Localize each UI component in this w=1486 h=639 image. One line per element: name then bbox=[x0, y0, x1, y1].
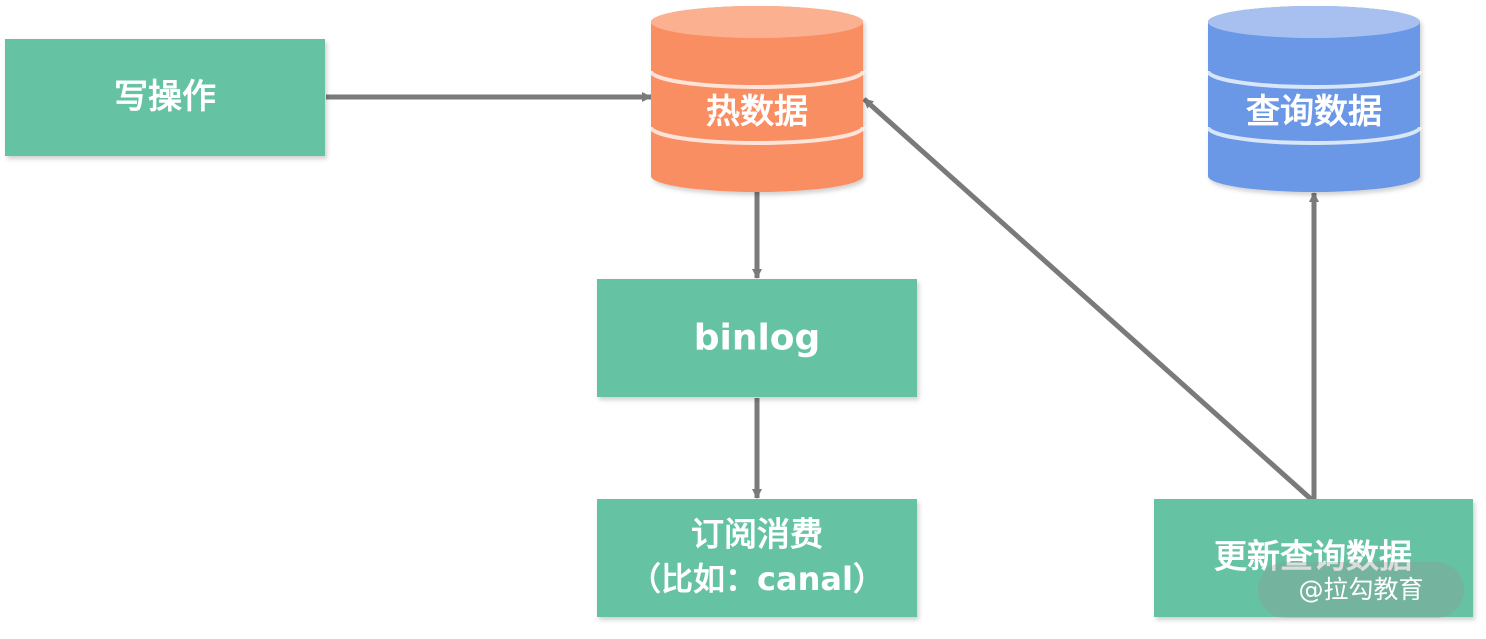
query-data-db: 查询数据 bbox=[1206, 6, 1422, 192]
write-operation-label: 写操作 bbox=[114, 77, 216, 117]
arrow-update-to-hot bbox=[862, 97, 1314, 502]
subscribe-consume-example: （比如：canal） bbox=[629, 560, 885, 598]
write-operation-box: 写操作 bbox=[5, 39, 325, 156]
query-data-label: 查询数据 bbox=[1246, 92, 1382, 132]
watermark: @拉勾教育 bbox=[1258, 562, 1464, 618]
subscribe-consume-label: 订阅消费 bbox=[691, 515, 823, 554]
hot-data-db: 热数据 bbox=[649, 6, 865, 192]
binlog-label: binlog bbox=[694, 318, 821, 359]
binlog-box: binlog bbox=[597, 279, 917, 397]
update-query-box: 更新查询数据 bbox=[1154, 499, 1473, 617]
hot-data-label: 热数据 bbox=[706, 92, 808, 132]
update-query-label: 更新查询数据 bbox=[1214, 537, 1412, 576]
subscribe-consume-box: 订阅消费 （比如：canal） bbox=[597, 499, 917, 617]
